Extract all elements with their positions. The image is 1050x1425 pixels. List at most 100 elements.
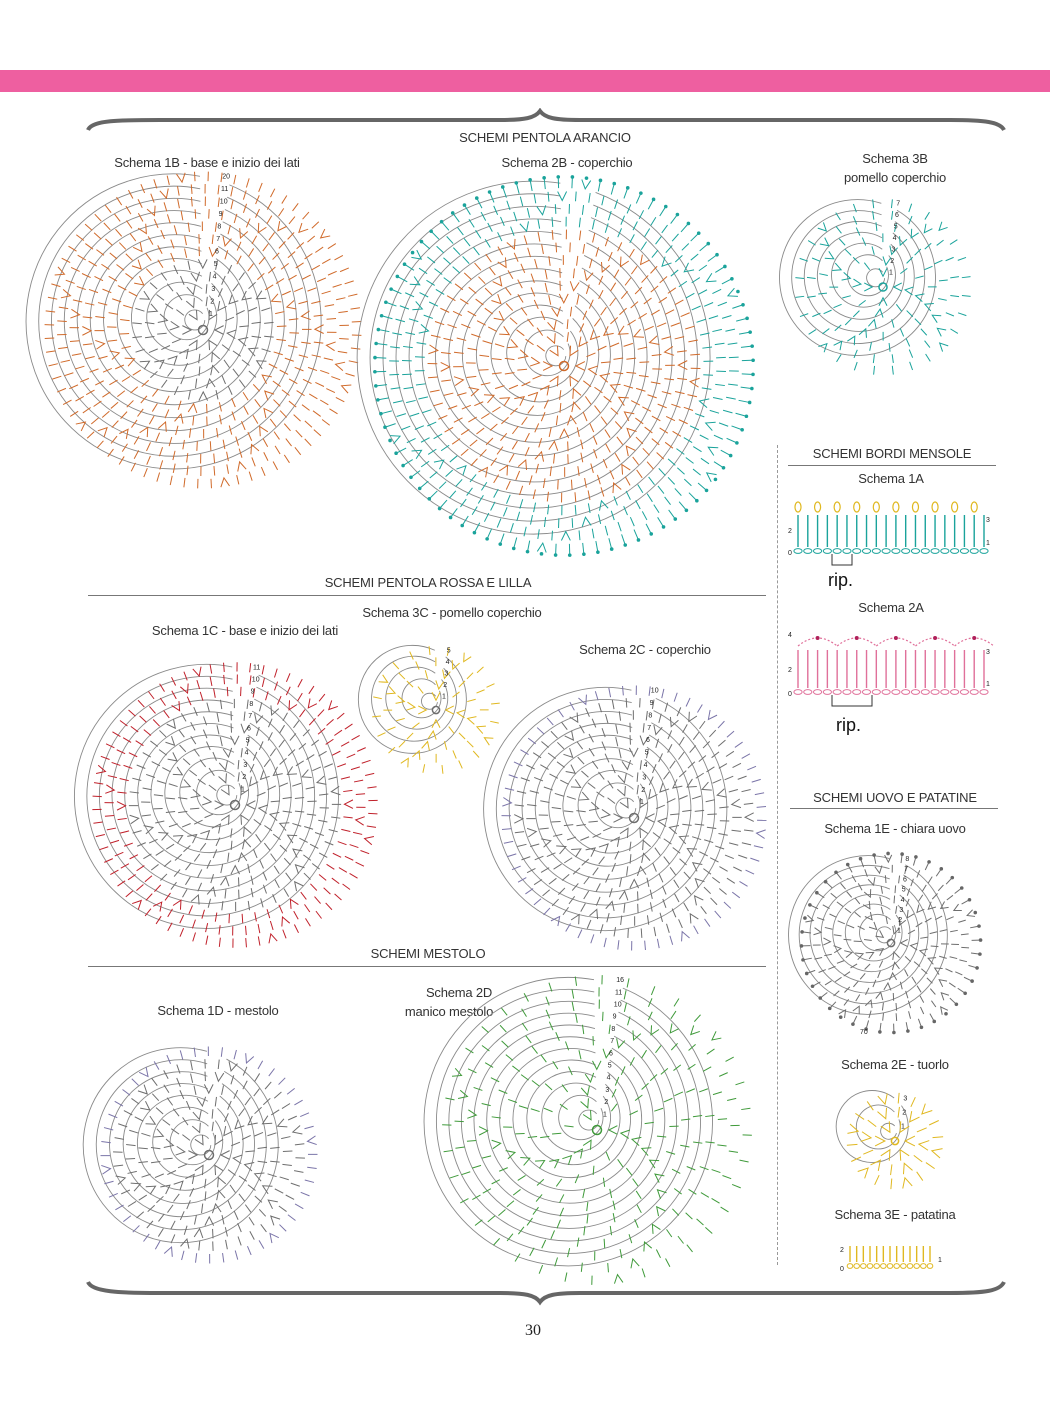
stitch [96, 440, 104, 449]
stitch [714, 910, 722, 919]
stitch [178, 810, 188, 814]
stitch [204, 1178, 207, 1189]
stitch [249, 1231, 255, 1240]
stitch [473, 1086, 483, 1091]
stitch [230, 199, 234, 210]
stitch [540, 867, 550, 873]
stitch [639, 760, 642, 770]
stitch [287, 1115, 297, 1121]
stitch [598, 289, 604, 300]
increase-stitch [101, 1164, 112, 1175]
stitch [822, 328, 830, 335]
stitch [128, 752, 138, 758]
stitch [535, 1194, 543, 1202]
stitch [147, 1204, 156, 1213]
stitch [123, 764, 133, 769]
stitch [859, 973, 866, 980]
stitch [138, 1161, 148, 1164]
stitch [835, 226, 842, 234]
slip-stitch-dot [462, 203, 467, 207]
slip-stitch-dot [394, 451, 398, 456]
stitch [279, 1176, 289, 1181]
stitch [300, 891, 307, 900]
stitch [706, 826, 717, 829]
round-ring [779, 199, 936, 356]
stitch [93, 821, 103, 824]
increase-stitch [514, 396, 526, 406]
stitch [493, 1238, 501, 1246]
increase-stitch [874, 307, 884, 318]
stitch [818, 292, 828, 295]
stitch [617, 940, 620, 950]
increase-stitch [578, 336, 589, 348]
stitch [692, 468, 701, 476]
chain-stitch [969, 548, 979, 554]
stitch [670, 215, 677, 224]
stitch [221, 375, 226, 385]
stitch [731, 1183, 741, 1189]
stitch [198, 366, 201, 376]
stitch [257, 923, 261, 934]
stitch [184, 235, 187, 246]
stitch [182, 1117, 189, 1126]
stitch [691, 305, 701, 311]
slip-stitch-dot [673, 517, 678, 521]
stitch [142, 787, 152, 791]
stitch [315, 382, 325, 387]
stitch [237, 1223, 242, 1233]
increase-stitch [517, 458, 528, 471]
increase-stitch [203, 1084, 214, 1095]
stitch [164, 303, 174, 310]
increase-stitch [875, 930, 885, 939]
increase-stitch [639, 798, 649, 809]
stitch [705, 1226, 713, 1234]
stitch [404, 459, 413, 466]
round-ring [111, 699, 304, 892]
stitch [961, 294, 971, 297]
stitch [392, 332, 402, 336]
increase-stitch [173, 834, 184, 844]
stitch [153, 179, 158, 189]
stitch [232, 350, 242, 357]
increase-stitch [169, 320, 180, 331]
stitch [623, 990, 627, 1000]
stitch [128, 291, 138, 297]
stitch [255, 208, 260, 218]
round-ring [461, 280, 611, 430]
stitch [686, 1166, 696, 1171]
increase-stitch [923, 303, 934, 312]
stitch [281, 195, 288, 204]
slip-stitch-dot [625, 186, 630, 190]
stitch [204, 813, 214, 819]
stitch [159, 460, 164, 470]
increase-stitch [247, 347, 259, 357]
stitch [692, 1114, 703, 1118]
stitch [254, 1132, 264, 1137]
stitch [267, 732, 273, 741]
stitch [652, 764, 657, 774]
stitch [300, 1112, 310, 1117]
stitch [423, 314, 433, 319]
round-ring [76, 222, 273, 419]
increase-stitch [833, 945, 843, 954]
stitch [341, 828, 351, 832]
stitch [719, 1072, 728, 1077]
increase-stitch [307, 698, 318, 709]
stitch [226, 451, 229, 462]
stitch [620, 215, 625, 225]
stitch [105, 238, 113, 246]
chain-stitch [793, 689, 803, 695]
increase-stitch [147, 303, 159, 313]
stitch [146, 442, 151, 452]
stitch [920, 936, 928, 939]
stitch [187, 260, 191, 270]
stitch [197, 869, 203, 878]
stitch [735, 1081, 745, 1086]
stitch [613, 927, 617, 937]
stitch [491, 1179, 501, 1185]
stitch [517, 1226, 525, 1235]
stitch [305, 786, 315, 790]
stitch [283, 888, 290, 897]
round-ring [855, 1104, 901, 1150]
stitch [455, 478, 463, 487]
